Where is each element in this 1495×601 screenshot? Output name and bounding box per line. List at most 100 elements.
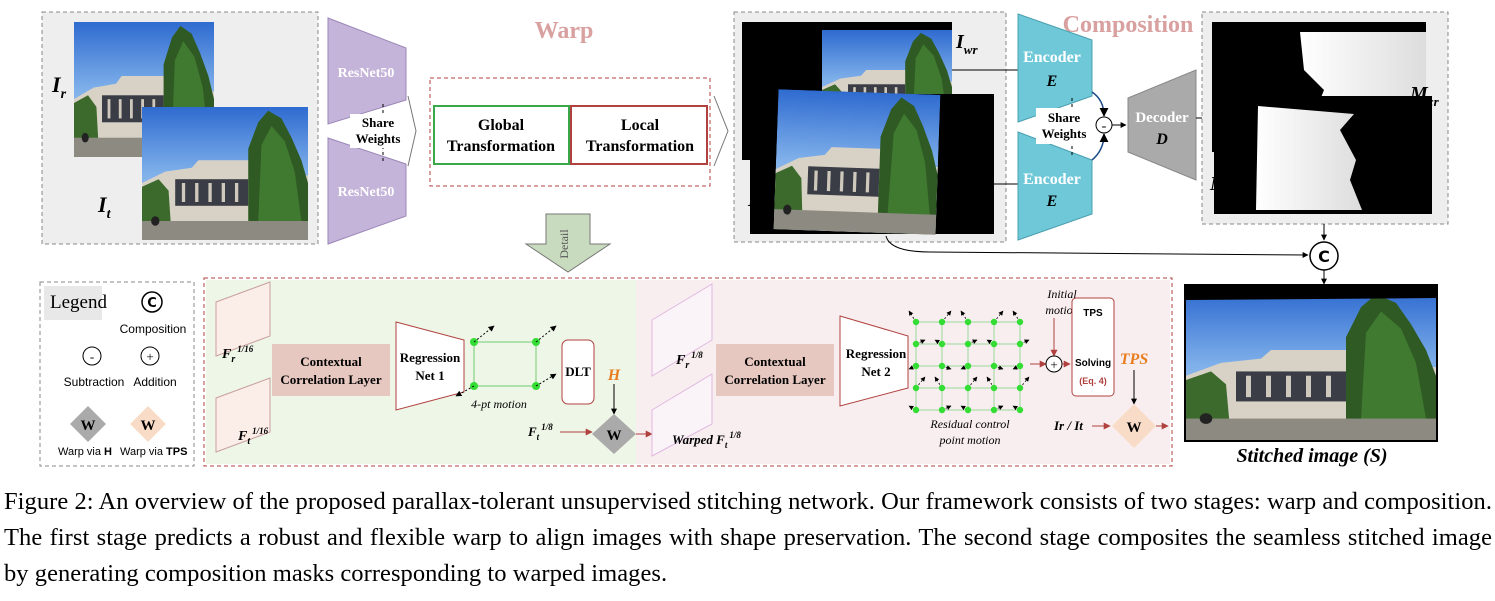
svg-text:Ft1/8: Ft1/8 — [527, 422, 553, 442]
it-label: I — [97, 192, 108, 217]
legend-composition: Composition — [120, 322, 187, 336]
control-point — [938, 406, 946, 414]
svg-text:Mcr: Mcr — [1409, 83, 1440, 109]
tps-solving-box — [1071, 297, 1115, 397]
decoder-l1: Decoder — [1135, 110, 1189, 126]
resnet-share-weights-1: Share — [362, 115, 394, 130]
svg-text:Fr1/16: Fr1/16 — [221, 344, 254, 365]
ft16-label: F — [237, 429, 248, 444]
four-pt-motion: 4-pt motion — [471, 397, 527, 411]
encoder-bottom-l2: E — [1046, 193, 1058, 210]
warp-title: Warp — [535, 18, 594, 44]
fr16-label: F — [221, 347, 232, 362]
local-transformation-l1: Local — [621, 117, 660, 134]
stitched-image-label: Stitched image (S) — [1236, 445, 1387, 467]
local-transformation-box — [570, 105, 708, 165]
ft8-sub: t — [537, 432, 540, 442]
decoder — [1127, 69, 1197, 181]
legend-warp-tps-symbol: W — [141, 418, 156, 434]
add-node-symbol: + — [1050, 357, 1057, 372]
fr8-label: F — [675, 353, 686, 368]
warped-images-panel: Iwr Iwt — [733, 11, 1007, 243]
mcr-sub: cr — [1428, 94, 1440, 109]
global-transformation-l1: Global — [478, 117, 525, 134]
svg-text:Fr1/8: Fr1/8 — [675, 350, 703, 371]
encoder-top — [1017, 13, 1093, 123]
tps-box-l2: Solving — [1075, 358, 1111, 369]
global-transformation-l2: Transformation — [447, 138, 555, 155]
ir-label: I — [51, 72, 62, 97]
ccl1-l1: Contextual — [300, 354, 362, 369]
svg-text:Warp via TPS: Warp via TPS — [120, 446, 187, 458]
control-point — [990, 318, 998, 326]
iwt-sub: wt — [756, 200, 769, 215]
control-point — [990, 384, 998, 392]
ft8-sup: 1/8 — [541, 422, 553, 432]
resnet-share-weights-2: Weights — [356, 131, 401, 146]
resnet-bottom — [327, 137, 407, 245]
initial-motion-l1: Initial — [1046, 287, 1077, 301]
control-point — [964, 318, 972, 326]
tps-box-l3: (Eq. 4) — [1079, 376, 1107, 386]
control-point — [964, 406, 972, 414]
encoder-share-weights-1: Share — [1048, 110, 1080, 125]
masks-panel: Mcr Mct — [1201, 11, 1449, 225]
warp-h-node-label: W — [607, 428, 622, 444]
legend-subtract-symbol: - — [90, 349, 94, 364]
global-transformation-box — [433, 105, 570, 165]
resnet-top-label: ResNet50 — [338, 66, 395, 81]
mct-label: M — [1209, 173, 1229, 195]
control-point — [1016, 384, 1024, 392]
ccl2-l2: Correlation Layer — [724, 372, 825, 387]
encoder-share-weights-2: Weights — [1042, 126, 1087, 141]
encoder-top-l2: E — [1046, 73, 1058, 90]
it-sub: t — [107, 207, 112, 222]
input-images-panel: Ir It — [41, 11, 319, 245]
reg2-l2: Net 2 — [861, 364, 890, 379]
ft16-sup: 1/16 — [252, 426, 269, 436]
svg-text:Iwr: Iwr — [955, 31, 978, 57]
warped-ft8-prefix: Warped F — [672, 432, 725, 447]
control-point — [912, 406, 920, 414]
control-point — [912, 340, 920, 348]
legend-subtraction: Subtraction — [64, 375, 125, 389]
control-point — [1016, 406, 1024, 414]
local-transformation-l2: Transformation — [586, 138, 694, 155]
decoder-l2: D — [1155, 131, 1168, 148]
control-point-grid — [908, 310, 1030, 414]
figure-caption: Figure 2: An overview of the proposed pa… — [4, 488, 1492, 587]
control-point — [990, 406, 998, 414]
ft8-label: F — [527, 424, 537, 439]
ccl1-l2: Correlation Layer — [280, 372, 381, 387]
compose-symbol-text: C — [1318, 247, 1330, 266]
control-point — [938, 384, 946, 392]
reg1-l1: Regression — [400, 350, 461, 365]
legend-title: Legend — [50, 292, 107, 313]
control-point — [938, 340, 946, 348]
legend-warp-h-bold: H — [104, 446, 112, 458]
legend-warp-h-prefix: Warp via — [58, 446, 104, 458]
contextual-correlation-layer-2 — [716, 344, 834, 396]
detail-arrow: Detail — [524, 213, 612, 273]
iwr-sub: wr — [964, 42, 979, 57]
svg-text:Warped Ft1/8: Warped Ft1/8 — [672, 430, 741, 450]
control-point — [964, 362, 972, 370]
control-point — [912, 362, 920, 370]
legend-add-symbol: + — [146, 349, 153, 364]
control-point — [912, 318, 920, 326]
fr16-sub: r — [231, 354, 235, 365]
encoder-bottom — [1017, 131, 1093, 241]
target-image — [142, 107, 308, 240]
svg-text:Ft1/16: Ft1/16 — [237, 426, 269, 447]
subtract-symbol-text: - — [1102, 119, 1107, 134]
reg1-l2: Net 1 — [415, 368, 444, 383]
control-point — [990, 340, 998, 348]
encoder-top-l1: Encoder — [1023, 49, 1081, 66]
tps-label: TPS — [1120, 351, 1149, 368]
residual-l2: point motion — [938, 433, 1000, 447]
control-point — [1016, 362, 1024, 370]
svg-text:Mct: Mct — [1209, 173, 1238, 199]
legend: Legend C Composition - + Subtraction Add… — [39, 281, 195, 467]
fr8-sup: 1/8 — [691, 350, 703, 360]
